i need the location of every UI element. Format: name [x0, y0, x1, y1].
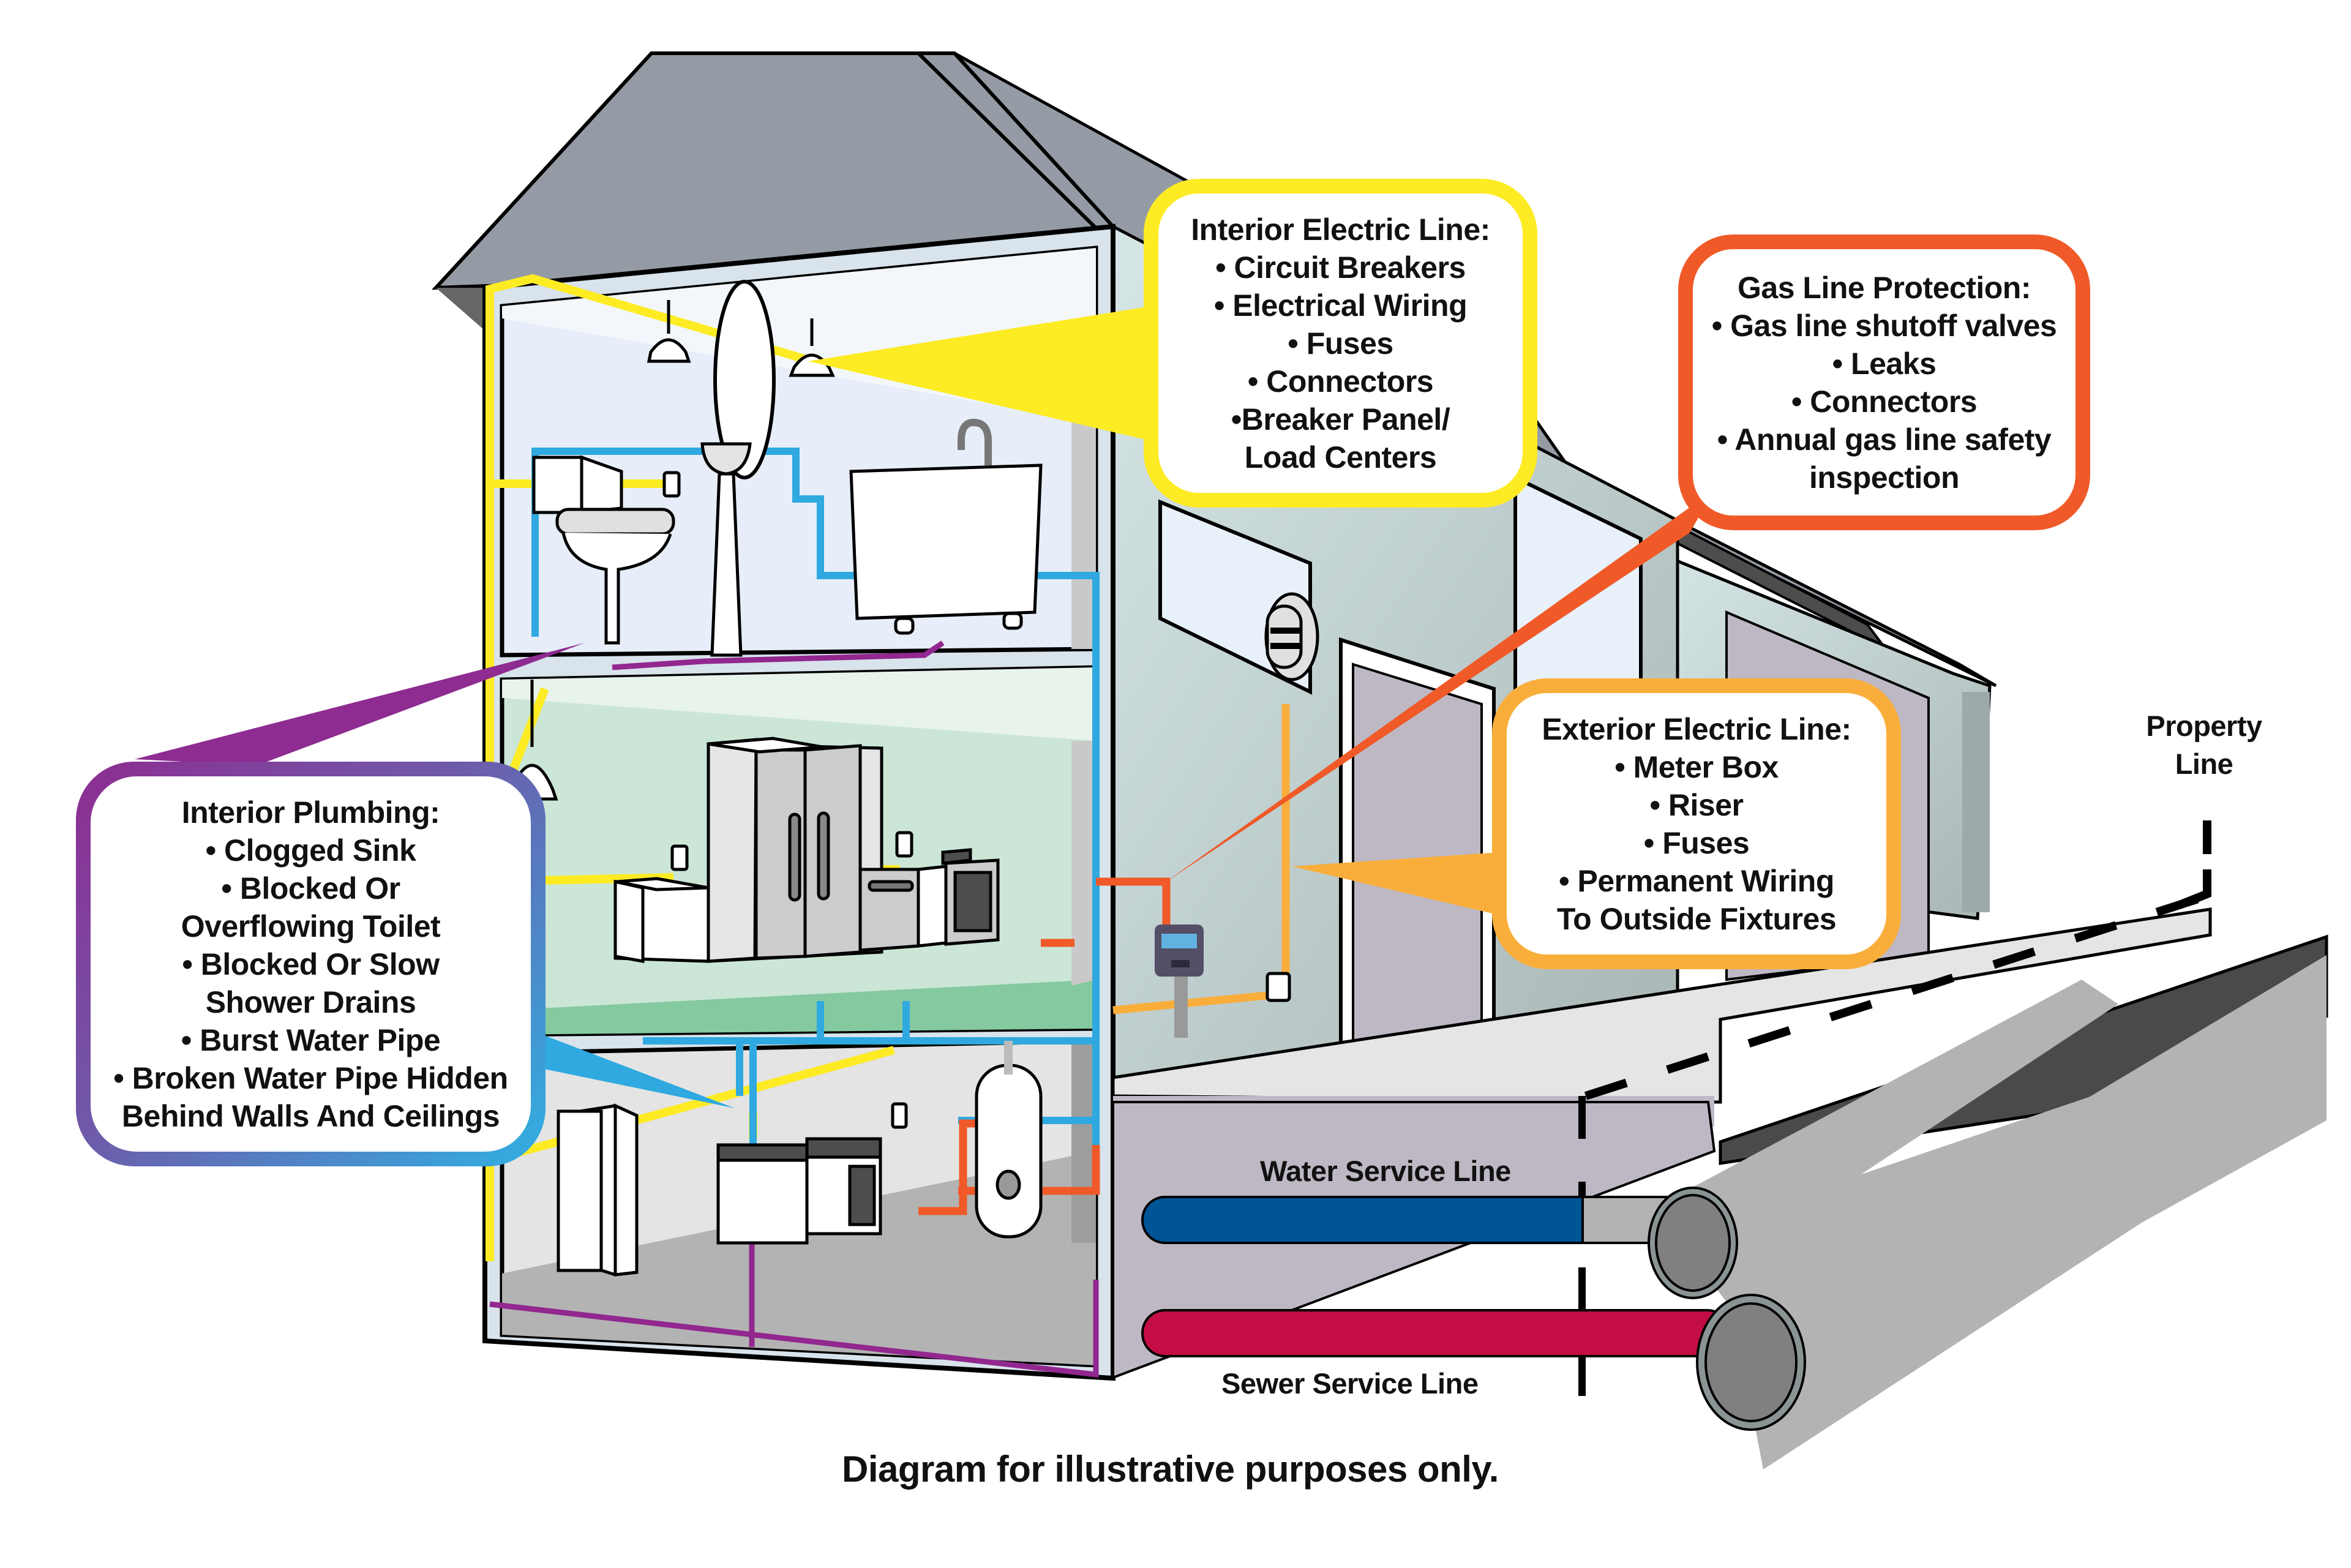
callout-exterior-electric-line: Exterior Electric Line: • Meter Box • Ri… [1492, 678, 1901, 969]
interior-plumbing-pointer-top [135, 643, 585, 765]
callout-item: Overflowing Toilet [181, 909, 441, 943]
callout-item: • Annual gas line safety [1717, 422, 2052, 457]
callout-item: • Connectors [1247, 364, 1434, 399]
exterior-electric-lines [1112, 704, 1290, 1015]
callout-item: • Clogged Sink [205, 833, 416, 868]
callout-item: Load Centers [1244, 440, 1437, 475]
callout-item: • Blocked Or Slow [182, 947, 440, 981]
callout-title: Gas Line Protection: [1738, 270, 2031, 305]
drain-pipes [489, 640, 1099, 1378]
callout-item: • Permanent Wiring [1559, 863, 1834, 898]
callout-item: • Electrical Wiring [1213, 288, 1468, 323]
callout-item: Behind Walls And Ceilings [121, 1098, 500, 1133]
disclaimer-footer: Diagram for illustrative purposes only. [842, 1449, 1499, 1490]
callout-item: To Outside Fixtures [1556, 901, 1837, 936]
callout-item: • Blocked Or [221, 871, 400, 906]
callout-title: Interior Plumbing: [181, 795, 440, 830]
callout-item: • Gas line shutoff valves [1711, 308, 2057, 343]
callout-item: • Fuses [1643, 825, 1750, 860]
callout-interior-plumbing: Interior Plumbing: • Clogged Sink • Bloc… [76, 762, 546, 1166]
sewer-service-line-label: Sewer Service Line [1221, 1367, 1479, 1400]
callout-item: • Leaks [1832, 346, 1937, 381]
gas-pointer [1166, 490, 1714, 882]
callout-body: Interior Plumbing: • Clogged Sink • Bloc… [91, 776, 531, 1152]
exterior-meters [1155, 592, 1319, 1038]
callout-item: • Fuses [1288, 326, 1393, 361]
callout-item: inspection [1809, 460, 1960, 495]
water-supply-pipes [531, 448, 1100, 1145]
sewer-service-pipe [1141, 955, 2327, 1469]
callout-item: • Connectors [1791, 384, 1978, 419]
callout-item: • Circuit Breakers [1215, 250, 1466, 285]
callout-item: • Riser [1649, 787, 1744, 822]
bathroom-fixtures [532, 280, 1043, 657]
water-service-line-label: Water Service Line [1260, 1155, 1511, 1187]
callout-title: Interior Electric Line: [1191, 212, 1490, 247]
callout-interior-electric-line: Interior Electric Line: • Circuit Breake… [1144, 179, 1537, 508]
water-service-pipe [1141, 980, 2118, 1299]
callout-gas-line-protection: Gas Line Protection: • Gas line shutoff … [1678, 234, 2090, 530]
callout-item: • Meter Box [1614, 749, 1779, 784]
callout-item: Shower Drains [205, 985, 416, 1019]
callout-item: • Burst Water Pipe [181, 1022, 441, 1057]
callout-item: •Breaker Panel/ [1231, 402, 1450, 437]
property-line-label: Property Line [2146, 710, 2262, 780]
callout-item: • Broken Water Pipe Hidden [113, 1060, 508, 1095]
kitchen-appliances [506, 680, 1000, 963]
interior-plumbing-pointer-bottom [527, 1029, 735, 1108]
callout-title: Exterior Electric Line: [1542, 711, 1851, 746]
basement-appliances [557, 1041, 1043, 1277]
interior-electric-pointer [808, 306, 1151, 441]
exterior-electric-pointer [1292, 852, 1500, 915]
